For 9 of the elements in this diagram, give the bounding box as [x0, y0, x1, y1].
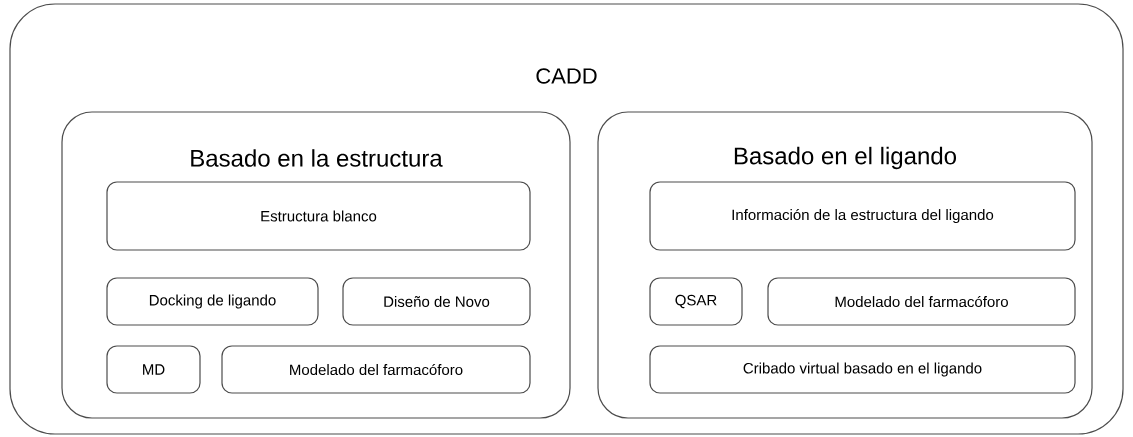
item-box: Diseño de Novo: [342, 277, 531, 326]
item-box: Información de la estructura del ligando: [649, 181, 1076, 251]
item-box: Modelado del farmacóforo: [221, 345, 531, 394]
item-box: QSAR: [649, 277, 743, 326]
item-box: Modelado del farmacóforo: [767, 277, 1076, 326]
item-box: Estructura blanco: [106, 181, 531, 251]
item-box: MD: [106, 345, 201, 394]
item-box: Cribado virtual basado en el ligando: [649, 345, 1076, 394]
item-box: Docking de ligando: [106, 277, 319, 326]
